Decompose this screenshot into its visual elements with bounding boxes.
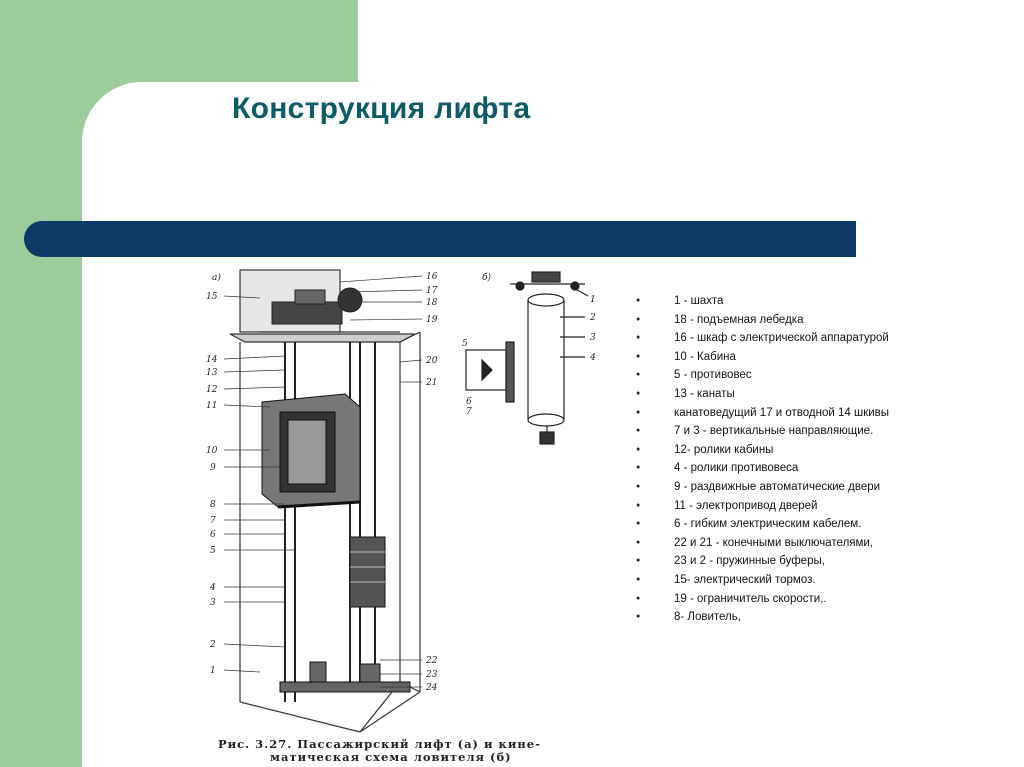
caption-line-2: матическая схема ловителя (б) (270, 750, 512, 764)
callout-19: 19 (426, 315, 438, 325)
list-item: 4 - ролики противовеса (636, 459, 956, 478)
list-item: 19 - ограничитель скорости,. (636, 590, 956, 609)
list-item: 8- Ловитель, (636, 608, 956, 627)
list-item: 1 - шахта (636, 292, 956, 311)
title-divider-bar (24, 221, 856, 257)
list-item: 15- электрический тормоз. (636, 571, 956, 590)
callout-12: 12 (206, 385, 218, 395)
catcher-scheme (465, 271, 589, 445)
figure-label-a: а) (212, 272, 221, 283)
counterweight (349, 536, 386, 608)
list-item: 22 и 21 - конечными выключателями, (636, 534, 956, 553)
component-legend-list: 1 - шахта 18 - подъемная лебедка 16 - шк… (636, 292, 956, 627)
callout-21: 21 (425, 378, 437, 388)
callout-14: 14 (206, 355, 218, 365)
list-item: 10 - Кабина (636, 348, 956, 367)
callout-11: 11 (206, 401, 217, 411)
list-item: 7 и 3 - вертикальные направляющие. (636, 422, 956, 441)
callout-23: 23 (425, 670, 438, 680)
list-item: 16 - шкаф с электрической аппаратурой (636, 329, 956, 348)
callout-b-3: 3 (590, 333, 596, 343)
figure-caption: Рис. 3.27. Пассажирский лифт (а) и кине-… (218, 738, 541, 764)
callout-22: 22 (425, 656, 438, 666)
callout-b-1: 1 (590, 295, 596, 305)
list-item: 9 - раздвижные автоматические двери (636, 478, 956, 497)
callout-15: 15 (206, 292, 218, 302)
callout-18: 18 (426, 298, 438, 308)
callout-17: 17 (426, 286, 438, 296)
list-item: 5 - противовес (636, 366, 956, 385)
callout-6: 6 (210, 530, 216, 540)
caption-line-1: Рис. 3.27. Пассажирский лифт (а) и кине- (218, 737, 541, 751)
catcher-callout-numbers: 5 6 7 1 2 3 4 (462, 295, 596, 417)
callout-24: 24 (425, 683, 438, 693)
callout-13: 13 (206, 368, 218, 378)
elevator-diagram: а) б) (206, 269, 596, 733)
callout-20: 20 (425, 356, 438, 366)
list-item: 23 и 2 - пружинные буферы, (636, 552, 956, 571)
right-callout-numbers: 16 17 18 19 20 21 22 23 24 (425, 272, 438, 693)
callout-8: 8 (210, 500, 216, 510)
winch-machinery (271, 287, 363, 325)
callout-7: 7 (210, 516, 216, 526)
list-item: 11 - электропривод дверей (636, 497, 956, 516)
list-item: канатоведущий 17 и отводной 14 шкивы (636, 404, 956, 423)
list-item: 18 - подъемная лебедка (636, 311, 956, 330)
list-item: 12- ролики кабины (636, 441, 956, 460)
callout-1: 1 (210, 666, 216, 676)
elevator-cabin (261, 393, 361, 509)
figure-label-b: б) (482, 272, 491, 283)
callout-16: 16 (426, 272, 438, 282)
list-item: 13 - канаты (636, 385, 956, 404)
slide-title: Конструкция лифта (232, 92, 531, 125)
list-item: 6 - гибким электрическим кабелем. (636, 515, 956, 534)
right-callouts (339, 275, 423, 688)
callout-b-7: 7 (466, 407, 472, 417)
callout-10: 10 (206, 446, 218, 456)
left-callout-numbers: 15 14 13 12 11 10 9 8 7 6 5 4 3 2 1 (206, 292, 218, 676)
callout-b-6: 6 (466, 397, 472, 407)
callout-3: 3 (210, 598, 216, 608)
left-callouts (223, 295, 295, 673)
callout-b-4: 4 (589, 353, 596, 363)
callout-9: 9 (210, 463, 216, 473)
callout-4: 4 (209, 583, 216, 593)
callout-b-2: 2 (589, 313, 596, 323)
callout-b-5: 5 (462, 339, 468, 349)
pit-buffers (279, 661, 411, 693)
callout-2: 2 (209, 640, 216, 650)
callout-5: 5 (210, 546, 216, 556)
